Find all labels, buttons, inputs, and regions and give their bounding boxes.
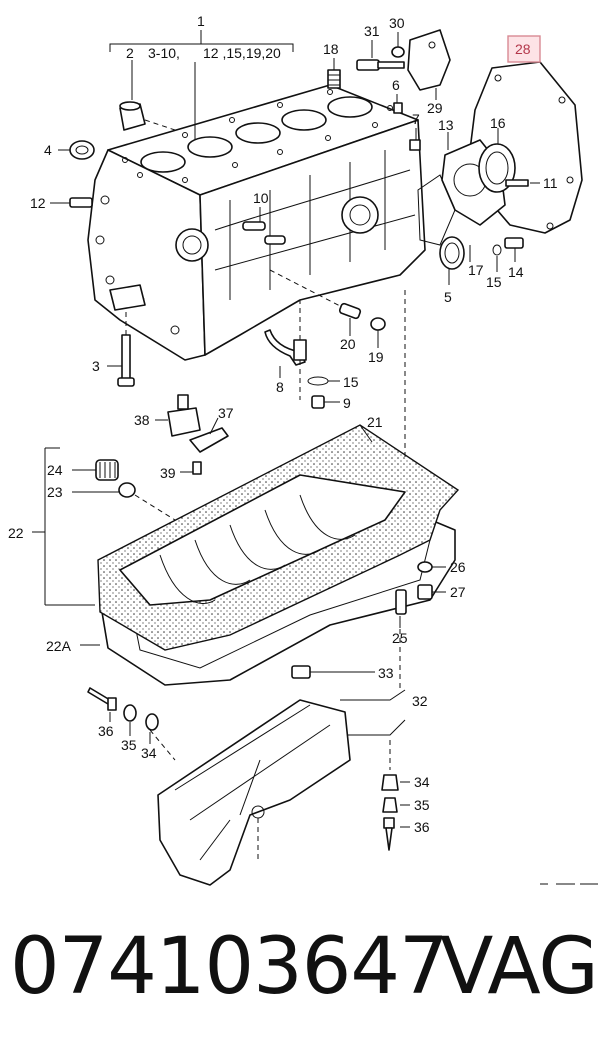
label-23: 23 [47,484,63,500]
label-9: 9 [343,395,351,411]
brand-name: VAG [440,922,599,1012]
label-14: 14 [508,264,524,280]
part-37-bracket [189,417,229,453]
part-2-plug [119,60,176,131]
part-6-dowel [393,94,403,114]
label-16: 16 [490,115,506,131]
label-19: 19 [368,349,384,365]
label-12: 12 [30,195,46,211]
part-24-plug [72,459,119,481]
part-14-bolt [504,237,524,262]
part-26-washer [417,561,446,573]
label-38: 38 [134,412,150,428]
part-15-clip [307,376,340,386]
part-39-bolt [180,461,202,475]
part-29-cover [407,29,451,100]
label-18: 18 [323,41,339,57]
part-36b-pin [383,817,410,851]
label-1: 1 [197,13,205,29]
label-6: 6 [392,77,400,93]
part-33-clip [291,665,375,679]
part-23-o-ring [72,482,176,521]
part-5-oil-seal [439,236,465,285]
label-27: 27 [450,584,466,600]
engine-block [87,84,426,361]
label-31: 31 [364,23,380,39]
label-32: 32 [412,693,428,709]
part-15b-washer [492,244,502,272]
label-25: 25 [392,630,408,646]
part-4-plug [58,140,95,160]
label-3: 3 [92,358,100,374]
part-number: 074103647 [10,922,449,1012]
label-28: 28 [515,41,531,57]
label-11: 11 [543,175,558,191]
label-15-b: 15 [486,274,502,290]
part-19-plug [370,317,386,348]
label-30: 30 [389,15,405,31]
exploded-parts-diagram: 1 2 3-10, 12 ,15,19,20 3 4 5 6 7 8 9 10 … [8,13,598,886]
part-35a-grommet [123,704,137,736]
part-3-bolt [107,310,135,387]
part-35b-grommet [382,797,410,813]
label-34-a: 34 [141,745,157,761]
label-2: 2 [126,45,134,61]
part-32-engine-guard [157,689,406,886]
part-21-gasket [97,424,460,651]
part-31-bolt [356,40,405,71]
part-12-stud [50,197,93,208]
label-24: 24 [47,462,63,478]
label-bracket-22 [32,447,100,646]
label-35-a: 35 [121,737,137,753]
part-20-bolt [269,269,362,336]
label-21: 21 [367,414,383,430]
label-35-b: 35 [414,797,430,813]
label-34-b: 34 [414,774,430,790]
label-33: 33 [378,665,394,681]
part-17-gasket [417,174,471,262]
part-labels: 1 2 3-10, 12 ,15,19,20 3 4 5 6 7 8 9 10 … [8,13,558,835]
part-38-sensor [155,394,201,437]
part-7-dowel [409,128,421,151]
part-27-bolt [417,584,446,600]
part-34a-nut [145,713,159,744]
label-7: 7 [412,111,420,127]
part-25-bolt [395,589,407,628]
label-17: 17 [468,262,484,278]
assembly-centerlines [149,290,406,770]
label-2-list: 12 ,15,19,20 [203,45,281,61]
label-36-b: 36 [414,819,430,835]
label-28-highlight [507,35,541,63]
part-36a-pin [87,687,117,722]
label-39: 39 [160,465,176,481]
label-bracket-1 [109,30,294,140]
label-22a: 22A [46,638,72,654]
part-11-bolt [505,179,540,187]
part-8-oil-jet [264,300,307,378]
label-29: 29 [427,100,443,116]
part-18-stud [327,58,341,89]
part-10-pins [242,207,286,245]
label-26: 26 [450,559,466,575]
part-30-washer [391,32,405,58]
label-13: 13 [438,117,454,133]
label-10: 10 [253,190,269,206]
label-5: 5 [444,289,452,305]
label-22: 22 [8,525,24,541]
label-20: 20 [340,336,356,352]
label-37: 37 [218,405,234,421]
part-34b-nut [381,774,410,791]
part-9-bolt [311,395,340,409]
label-4: 4 [44,142,52,158]
label-15-a: 15 [343,374,359,390]
label-2-range: 3-10, [148,45,180,61]
label-8: 8 [276,379,284,395]
label-36-a: 36 [98,723,114,739]
